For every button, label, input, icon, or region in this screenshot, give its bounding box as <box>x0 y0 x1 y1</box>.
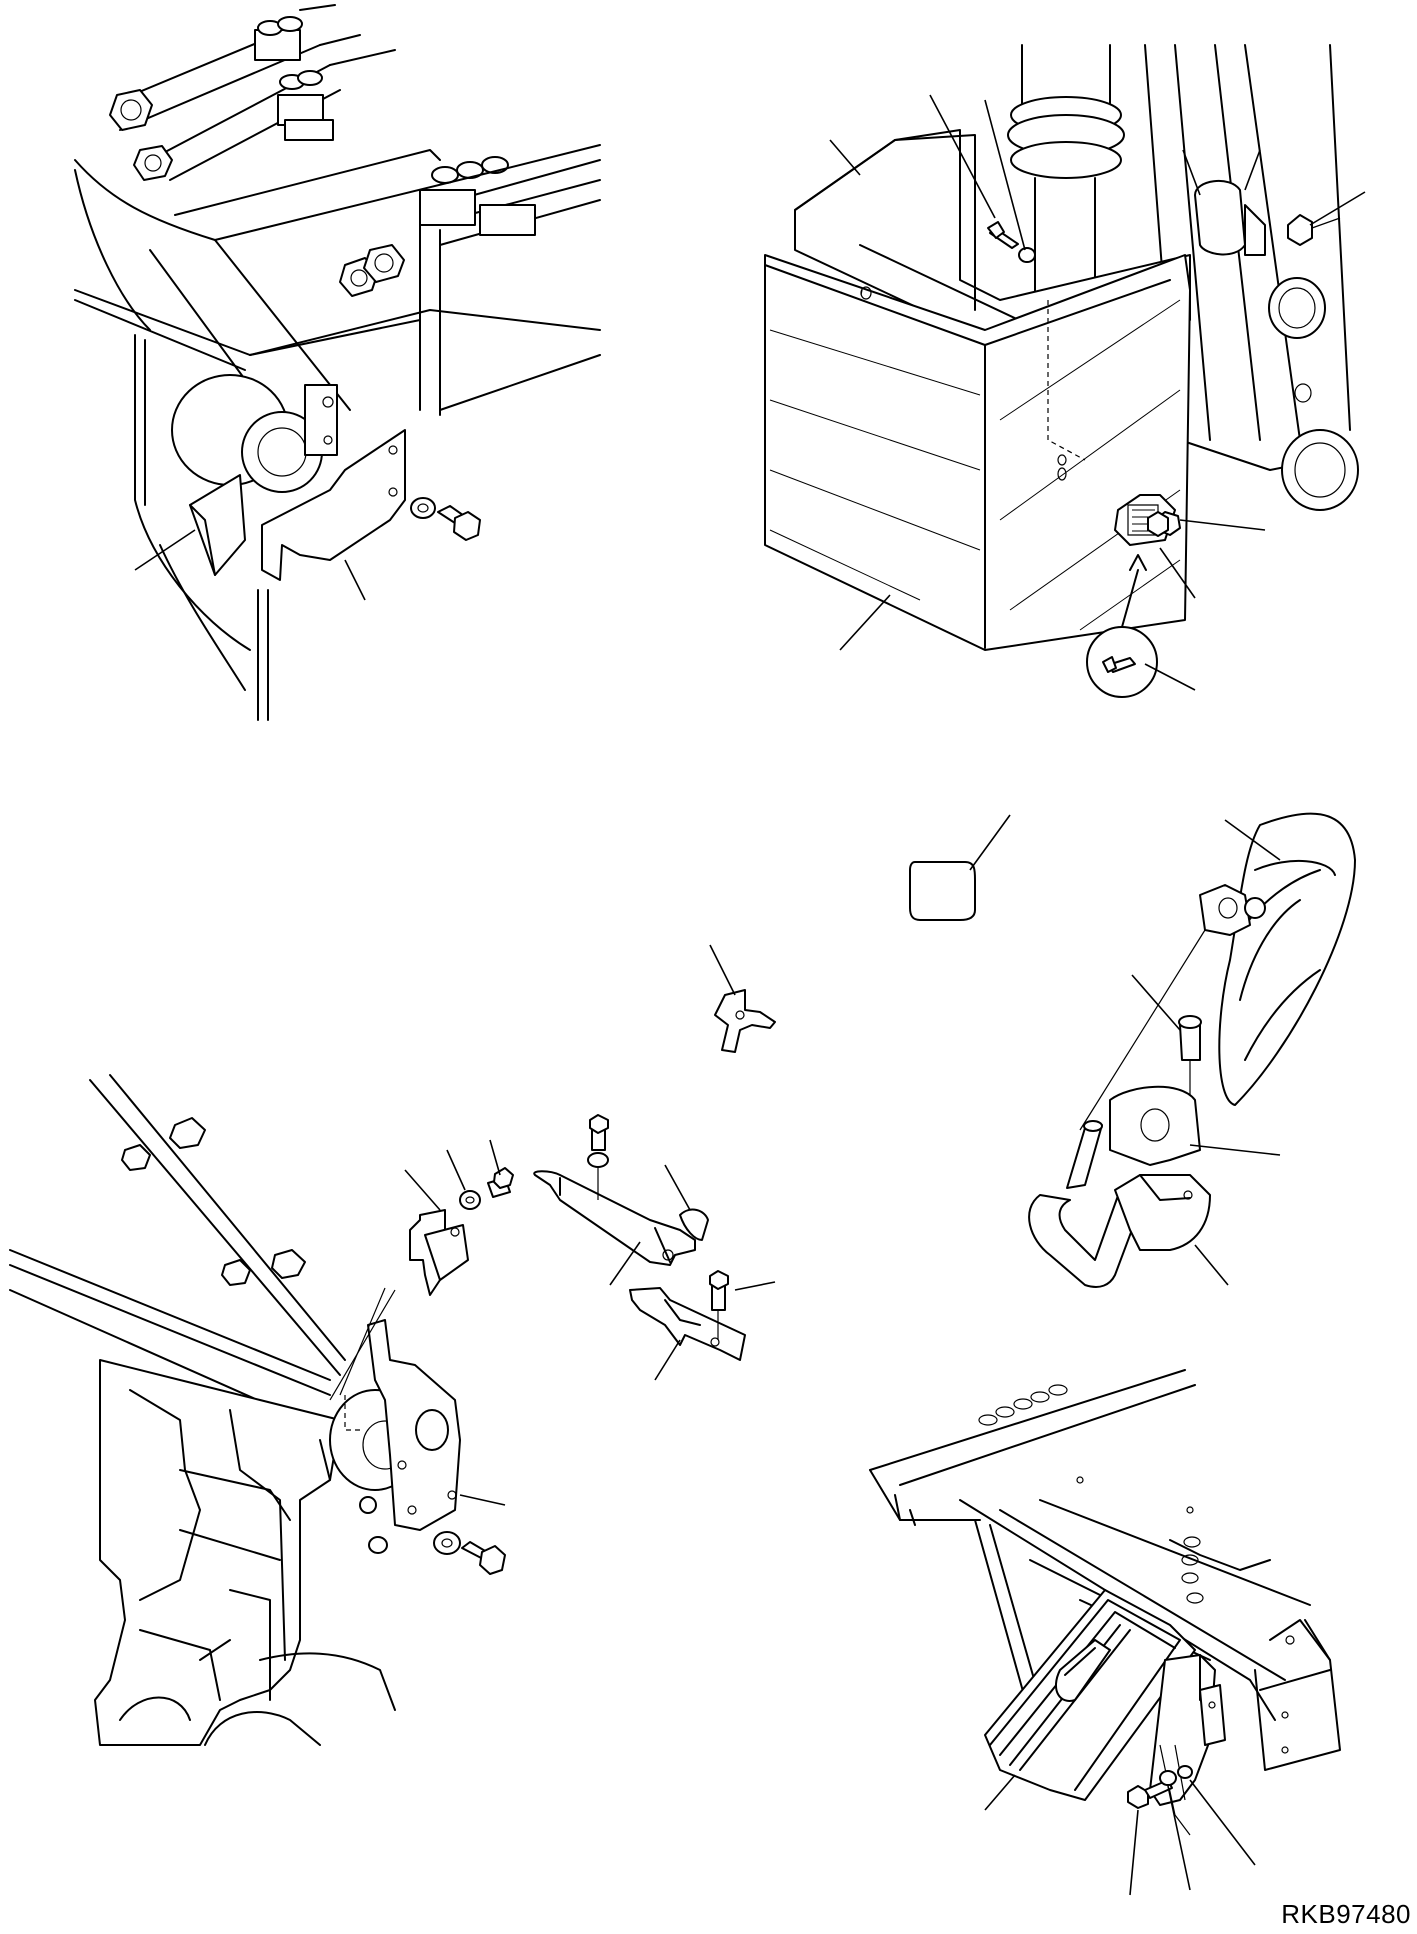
view-cover-box <box>765 45 1365 697</box>
view-boom-foot <box>10 945 775 1745</box>
view-frame-step <box>870 1370 1340 1895</box>
view-boom-pivot <box>75 5 600 720</box>
view-mirror-assembly <box>910 814 1355 1287</box>
drawing-code: RKB97480 <box>1281 1899 1411 1929</box>
